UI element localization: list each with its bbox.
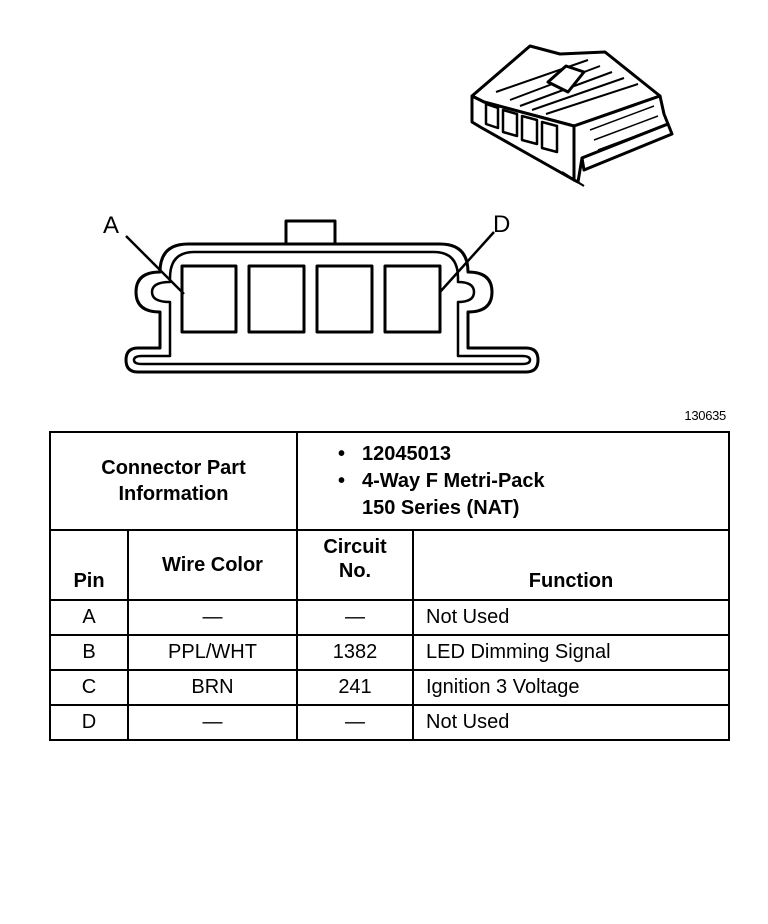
part-number-item: • 12045013 (338, 441, 728, 468)
col-header-circuit: Circuit No. (296, 529, 414, 601)
description-line2: 150 Series (NAT) (362, 497, 520, 519)
bullet-1: • (338, 443, 346, 465)
wire-color-cell: PPL/WHT (127, 634, 298, 671)
connector-part-info: • 12045013 • 4-Way F Metri-Pack 150 Seri… (296, 431, 730, 531)
table-row: B PPL/WHT 1382 LED Dimming Signal (49, 634, 730, 671)
connector-part-row: Connector Part Information • 12045013 • … (49, 431, 730, 531)
circuit-cell: 1382 (296, 634, 414, 671)
pin-label-a: A (103, 212, 119, 239)
connector-isometric-view (470, 44, 674, 187)
table-row: A — — Not Used (49, 599, 730, 636)
function-cell: Not Used (412, 704, 730, 741)
wire-color-cell: BRN (127, 669, 298, 706)
table-row: D — — Not Used (49, 704, 730, 741)
col-header-wire-color: Wire Color (127, 529, 298, 601)
pin-label-d: D (493, 211, 510, 238)
table-row: C BRN 241 Ignition 3 Voltage (49, 669, 730, 706)
circuit-cell: — (296, 599, 414, 636)
pin-cell: B (49, 634, 129, 671)
connector-part-label: Connector Part Information (49, 431, 298, 531)
column-header-row: Pin Wire Color Circuit No. Function (49, 529, 730, 601)
pin-cell: A (49, 599, 129, 636)
pin-cell: D (49, 704, 129, 741)
leader-line-d (439, 231, 495, 293)
col-header-function: Function (412, 529, 730, 601)
bullet-2: • (338, 470, 346, 492)
description-line1: 4-Way F Metri-Pack (362, 470, 545, 492)
col-header-circuit-line2: No. (338, 560, 372, 582)
connector-face-view (124, 219, 540, 374)
pin-cell: C (49, 669, 129, 706)
col-header-pin: Pin (49, 529, 129, 601)
leader-line-a (125, 235, 185, 295)
wire-color-cell: — (127, 704, 298, 741)
description-item: • 4-Way F Metri-Pack 150 Series (NAT) (338, 468, 728, 522)
connector-info-table: Connector Part Information • 12045013 • … (49, 431, 730, 741)
col-header-circuit-line1: Circuit (323, 536, 387, 558)
circuit-cell: 241 (296, 669, 414, 706)
function-cell: Not Used (412, 599, 730, 636)
function-cell: Ignition 3 Voltage (412, 669, 730, 706)
connector-part-label-line1: Connector Part (101, 457, 246, 479)
connector-drawing: A D (103, 44, 674, 374)
wire-color-cell: — (127, 599, 298, 636)
figure-id: 130635 (684, 408, 726, 423)
circuit-cell: — (296, 704, 414, 741)
connector-part-label-line2: Information (118, 483, 229, 505)
function-cell: LED Dimming Signal (412, 634, 730, 671)
part-number: 12045013 (362, 443, 451, 465)
